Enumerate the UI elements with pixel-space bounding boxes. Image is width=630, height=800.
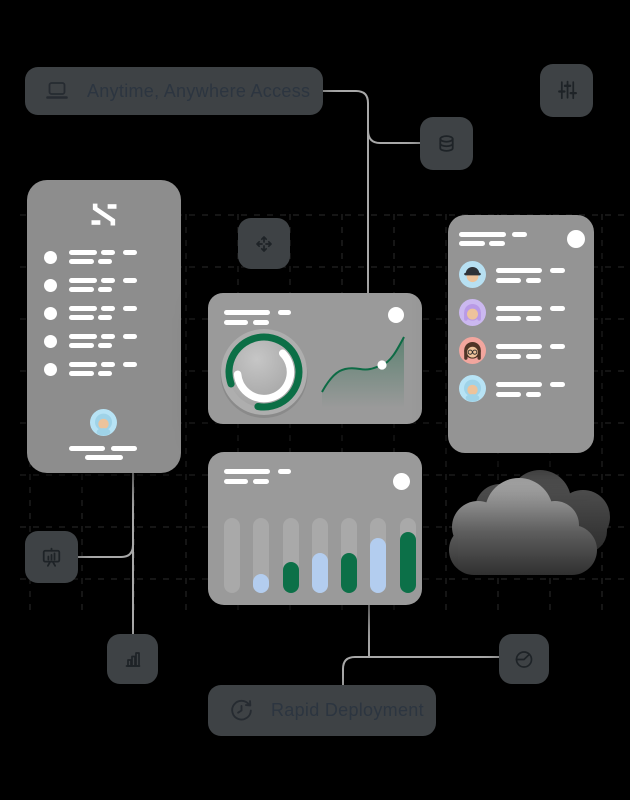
- bar-fill: [282, 562, 299, 593]
- list-item: [27, 244, 181, 272]
- bar-fill: [370, 538, 387, 593]
- list-item: [27, 300, 181, 328]
- skeleton-line: [111, 446, 137, 451]
- status-dot: [393, 473, 410, 490]
- team-member-row: [448, 370, 594, 408]
- avatar: [459, 337, 486, 364]
- move-arrows-icon: [256, 235, 272, 252]
- bar-track: [224, 518, 240, 593]
- access-badge[interactable]: Anytime, Anywhere Access: [25, 67, 323, 115]
- cloud-illustration: [449, 470, 610, 575]
- team-list: [448, 256, 594, 408]
- avatar: [459, 299, 486, 326]
- avatar: [459, 375, 486, 402]
- bullet-dot: [44, 363, 57, 376]
- bar-track: [253, 518, 270, 593]
- gauge-widget-card: [208, 293, 422, 424]
- bullet-dot: [44, 307, 57, 320]
- feature-list: [27, 244, 181, 384]
- area-chart: [321, 336, 405, 408]
- bar-track: [370, 518, 387, 593]
- bar-track: [282, 518, 299, 593]
- gauge-white-arc: [233, 349, 295, 403]
- team-member-row: [448, 256, 594, 294]
- bar-track: [311, 518, 328, 593]
- list-item: [27, 356, 181, 384]
- bar-fill: [399, 532, 416, 593]
- bar-fill: [253, 574, 270, 593]
- status-dot: [388, 307, 404, 323]
- database-button[interactable]: [420, 117, 473, 170]
- bar-fill: [341, 553, 358, 593]
- bullet-dot: [44, 251, 57, 264]
- avatar: [459, 261, 486, 288]
- skeleton-line: [85, 455, 123, 460]
- status-dot: [567, 230, 585, 248]
- cloud-front-layer: [449, 478, 597, 575]
- bar-chart-card: [208, 452, 422, 605]
- bar-fill: [311, 552, 328, 593]
- access-badge-label: Anytime, Anywhere Access: [87, 80, 311, 101]
- move-button[interactable]: [238, 218, 290, 269]
- bullet-dot: [44, 279, 57, 292]
- radial-gauge: [220, 329, 308, 418]
- chart-marker-dot: [377, 360, 387, 370]
- team-member-row: [448, 294, 594, 332]
- bar-chart-button[interactable]: [107, 634, 158, 684]
- column-chart-icon: [125, 652, 140, 667]
- presentation-chart-icon: [42, 547, 61, 567]
- pie-chart-button[interactable]: [499, 634, 549, 684]
- laptop-icon: [44, 79, 70, 103]
- list-item: [27, 328, 181, 356]
- pie-chart-icon: [515, 651, 533, 668]
- avatar: [90, 409, 117, 436]
- database-icon: [439, 135, 454, 152]
- bar-track: [399, 518, 416, 593]
- bar-track: [341, 518, 358, 593]
- team-panel: [448, 215, 594, 453]
- clock-refresh-icon: [228, 697, 255, 724]
- brand-logo: [90, 202, 118, 227]
- deployment-badge[interactable]: Rapid Deployment: [208, 685, 436, 736]
- bar-chart-bars: [224, 518, 416, 593]
- gauge-green-arc: [225, 333, 303, 411]
- whiteboard-button[interactable]: [25, 531, 78, 583]
- sliders-button[interactable]: [540, 64, 593, 117]
- vertical-sliders-icon: [558, 80, 577, 100]
- skeleton-line: [69, 446, 105, 451]
- feature-panel: [27, 180, 181, 473]
- team-member-row: [448, 332, 594, 370]
- list-item: [27, 272, 181, 300]
- bullet-dot: [44, 335, 57, 348]
- deployment-badge-label: Rapid Deployment: [271, 700, 424, 720]
